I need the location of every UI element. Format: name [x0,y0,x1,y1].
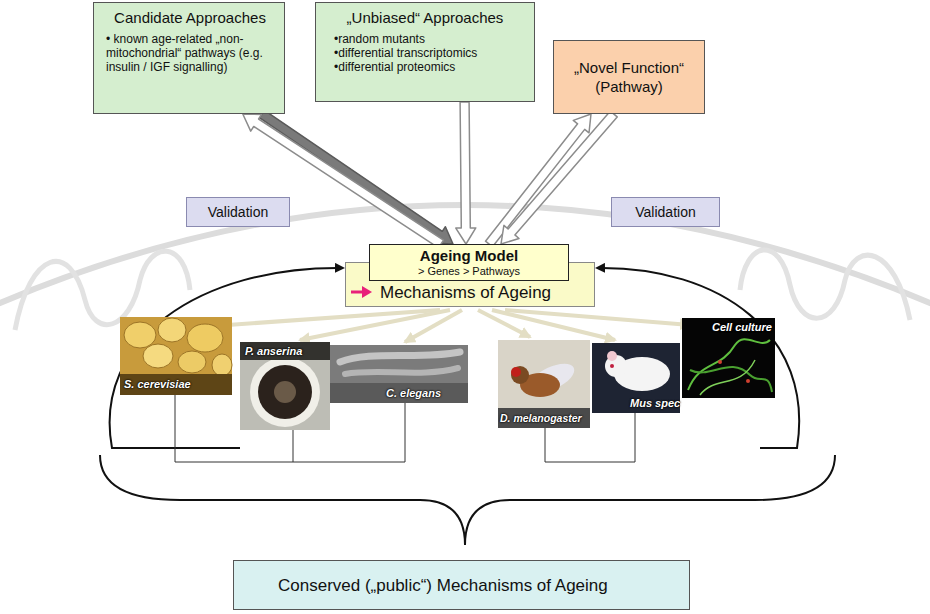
block-arrow [501,111,617,244]
cell-culture-image [682,318,775,398]
worm-image [330,345,468,403]
node-text: •differential transcriptomics [334,46,526,60]
ageing-model-box: Ageing Model> Genes > Pathways [369,244,569,281]
species-label: C. elegans [386,387,441,400]
node-text: > Genes > Pathways [374,265,564,278]
species-label: D. melanogaster [500,412,582,425]
node-heading: „Unbiased“ Approaches [324,9,526,26]
species-label: P. anserina [245,345,302,358]
mechanisms-box: Mechanisms of AgeingAgeing Model> Genes … [345,262,595,307]
mouse-image [592,343,680,413]
node-heading: Validation [615,204,716,220]
feedback-bracket [110,268,343,448]
validation-box: Validation [611,197,720,227]
yeast-image [120,317,232,395]
block-arrow [243,114,444,248]
species-label: Cell culture [712,321,772,334]
fungus-image [240,342,330,430]
node-heading: Candidate Approaches [104,9,276,26]
fly-image [498,340,590,428]
pink-arrow-symbol [350,284,374,300]
block-arrow [486,114,592,247]
node-heading: Validation [190,204,286,220]
species-label: S. cerevisiae [124,378,191,391]
node-heading: „Novel Function“ [560,58,698,77]
node-heading: Ageing Model [374,247,564,265]
conserved-mechanisms-box: Conserved („public“) Mechanisms of Agein… [233,560,690,610]
node-heading: Conserved („public“) Mechanisms of Agein… [278,575,681,596]
novel-function-box: „Novel Function“(Pathway) [553,40,705,114]
pale-arrows [185,310,690,342]
block-arrow [456,102,476,244]
species-label: Mus spec [630,397,680,410]
node-text: • known age-related „non-mitochondrial“ … [104,32,276,74]
crista [740,250,910,320]
approach-box: „Unbiased“ Approaches•random mutants•dif… [315,2,535,102]
approach-box: Candidate Approaches • known age-related … [93,2,285,114]
node-heading: Mechanisms of Ageing [380,283,588,303]
node-text: •random mutants [334,32,526,46]
curly-brace [100,455,835,545]
node-text: (Pathway) [560,77,698,96]
validation-box: Validation [186,197,290,227]
node-text: •differential proteomics [334,60,526,74]
